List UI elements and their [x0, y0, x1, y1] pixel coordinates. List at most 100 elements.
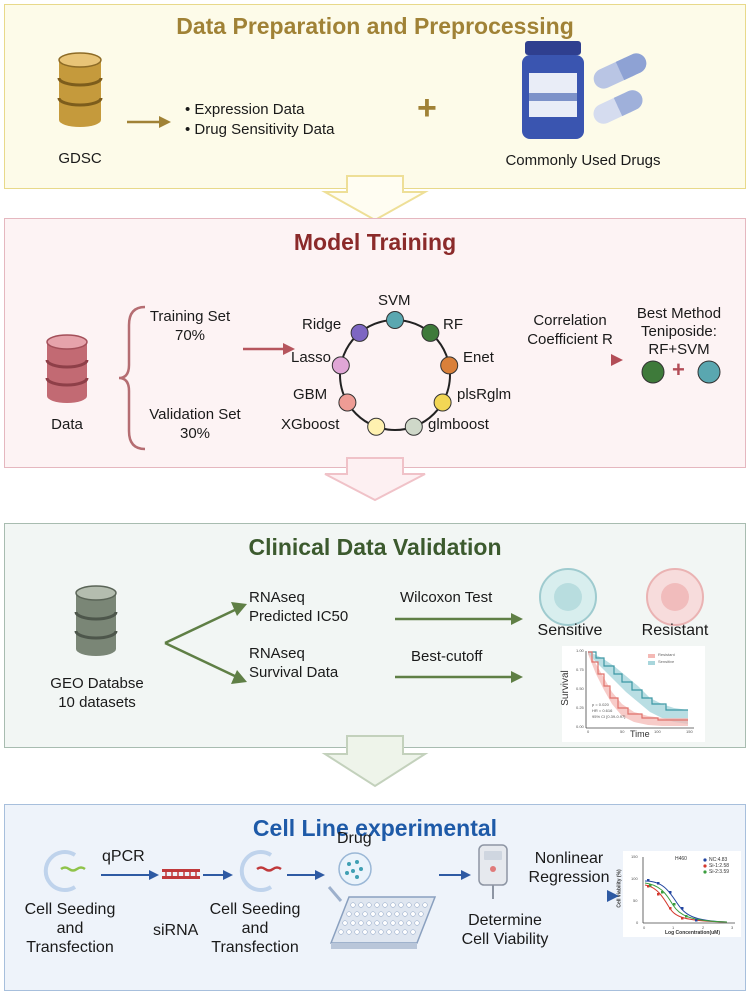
- plsrglm-label: plsRglm: [457, 386, 512, 403]
- km-stat-ci: 95% CI [0.39-0.97]: [592, 714, 626, 719]
- km-stat-p: p = 0.020: [592, 702, 609, 707]
- sensitive-label: Sensitive: [537, 622, 603, 639]
- lasso-label: Lasso: [291, 349, 332, 366]
- rnaseq-text: RNAseq: [249, 589, 305, 606]
- validation-set-text: Validation Set: [149, 406, 241, 423]
- down-arrow-icon: [324, 457, 426, 502]
- ridge-node: [350, 323, 369, 342]
- section-title-model-training: Model Training: [293, 229, 457, 255]
- xgboost-node: [367, 417, 386, 436]
- cell-dish-icon: [239, 850, 282, 892]
- correlation-text: Correlation: [533, 312, 607, 329]
- section-title-cell-line: Cell Line experimental: [252, 815, 498, 841]
- database-icon: [45, 334, 89, 403]
- wilcoxon-test-label: Wilcoxon Test: [400, 589, 493, 606]
- gbm-label: GBM: [293, 386, 328, 403]
- transfection-text: Transfection: [211, 939, 299, 956]
- validation-set-label: Validation Set 30%: [133, 405, 257, 443]
- and-text: and: [241, 920, 269, 937]
- section-title-data-preparation: Data Preparation and Preprocessing: [176, 13, 574, 39]
- arrow-right-icon: [439, 870, 471, 880]
- cell-seeding-text: Cell Seeding: [24, 901, 116, 918]
- cell-seeding-1-label: Cell Seeding and Transfection: [15, 900, 125, 957]
- rnaseq-survival-label: RNAseq Survival Data: [249, 644, 338, 682]
- km-ytick: 0.25: [576, 705, 584, 710]
- branch-arrows-icon: [164, 602, 247, 684]
- sirna-icon: [162, 869, 200, 879]
- arrow-right-icon: [101, 870, 159, 880]
- svm-node: [386, 311, 404, 329]
- down-arrow-icon: [321, 175, 429, 222]
- curly-brace-icon: [118, 305, 146, 451]
- panel-clinical-validation: Clinical Data Validation GEO Databse 10 …: [4, 523, 746, 748]
- well-plate-icon: [327, 886, 437, 949]
- km-xtick: 0: [587, 729, 590, 734]
- dose-xtick: 3: [731, 925, 734, 930]
- dose-ytick: 150: [631, 854, 638, 859]
- dose-xtick: 2: [702, 925, 705, 930]
- dose-ytick: 0: [636, 920, 639, 925]
- km-xlabel: Time: [630, 729, 650, 739]
- dose-xtick: 1: [672, 925, 675, 930]
- best-method-label: Best Method Teniposide: RF+SVM: [621, 305, 737, 359]
- survival-data-text: Survival Data: [249, 664, 339, 681]
- best-method-icon: [641, 360, 721, 384]
- km-stat-hr: HR = 0.616: [592, 708, 613, 713]
- gdsc-label: GDSC: [58, 150, 102, 167]
- rf-svm-text: RF+SVM: [648, 341, 710, 358]
- resistant-label: Resistant: [641, 622, 709, 639]
- cell-viability-text: Cell Viability: [461, 931, 549, 948]
- dose-xtick: 0: [643, 925, 646, 930]
- dose-ytick: 50: [633, 898, 638, 903]
- km-legend-resistant: Resistant: [658, 652, 675, 657]
- dose-legend-si1: Si-1:2.58: [709, 863, 730, 869]
- database-icon: [57, 52, 103, 127]
- cell-seeding-text: Cell Seeding: [209, 901, 301, 918]
- rf-label: RF: [443, 316, 463, 333]
- regression-text: Regression: [528, 869, 610, 886]
- lasso-node: [331, 356, 350, 375]
- arrow-right-icon: [127, 116, 171, 128]
- cell-seeding-2-label: Cell Seeding and Transfection: [200, 900, 310, 957]
- bullet-drug-sensitivity: • Drug Sensitivity Data: [185, 121, 335, 138]
- rnaseq-text: RNAseq: [249, 645, 305, 662]
- rnaseq-ic50-label: RNAseq Predicted IC50: [249, 588, 348, 626]
- database-icon: [74, 585, 118, 656]
- xgboost-label: XGboost: [281, 416, 340, 433]
- km-plot: Resistant Sensitive p = 0.020 HR = 0.616…: [559, 646, 705, 742]
- arrow-right-icon: [287, 870, 325, 880]
- km-xtick: 100: [654, 729, 661, 734]
- panel-data-preparation: Data Preparation and Preprocessing GDSC …: [4, 4, 746, 189]
- glmboost-label: glmboost: [428, 416, 489, 433]
- km-ylabel: Survival: [559, 670, 571, 706]
- km-ytick: 0.75: [576, 667, 584, 672]
- bullet-text: Drug Sensitivity Data: [194, 121, 335, 138]
- dose-legend-nc: NC:4.83: [709, 857, 728, 863]
- drug-bottle-icon: [522, 41, 647, 139]
- bullet-expression-data: • Expression Data: [185, 101, 305, 118]
- plus-sign: +: [417, 89, 437, 127]
- dose-response-plot: H460 NC:4.83 Si-1:2.58 Si-2:3.59 150 100…: [617, 851, 741, 937]
- determine-viability-label: Determine Cell Viability: [445, 911, 565, 949]
- panel-cell-line: Cell Line experimental Cell Seeding and …: [4, 804, 746, 991]
- gbm-node: [338, 393, 357, 412]
- qpcr-label: qPCR: [102, 848, 145, 865]
- coefficient-text: Coefficient R: [527, 331, 613, 348]
- dose-legend-si2: Si-2:3.59: [709, 869, 730, 875]
- glmboost-node: [404, 417, 423, 436]
- drug-dish-icon: [338, 852, 372, 886]
- resistant-cell-icon: [646, 568, 704, 626]
- algorithm-ring: [331, 311, 459, 436]
- geo-database-label: GEO Databse 10 datasets: [27, 674, 167, 712]
- plsrglm-node: [433, 393, 452, 412]
- determine-text: Determine: [468, 912, 542, 929]
- dose-ytick: 100: [631, 876, 638, 881]
- section-title-clinical-validation: Clinical Data Validation: [248, 534, 502, 560]
- panel-model-training: Model Training Data Training Set 70% Val…: [4, 218, 746, 468]
- datasets-text: 10 datasets: [58, 694, 136, 711]
- km-resistant-curve: [588, 651, 688, 721]
- arrow-right-icon: [203, 870, 233, 880]
- geo-text: GEO Databse: [50, 675, 144, 692]
- data-label: Data: [51, 416, 83, 433]
- arrow-right-icon: [517, 354, 623, 366]
